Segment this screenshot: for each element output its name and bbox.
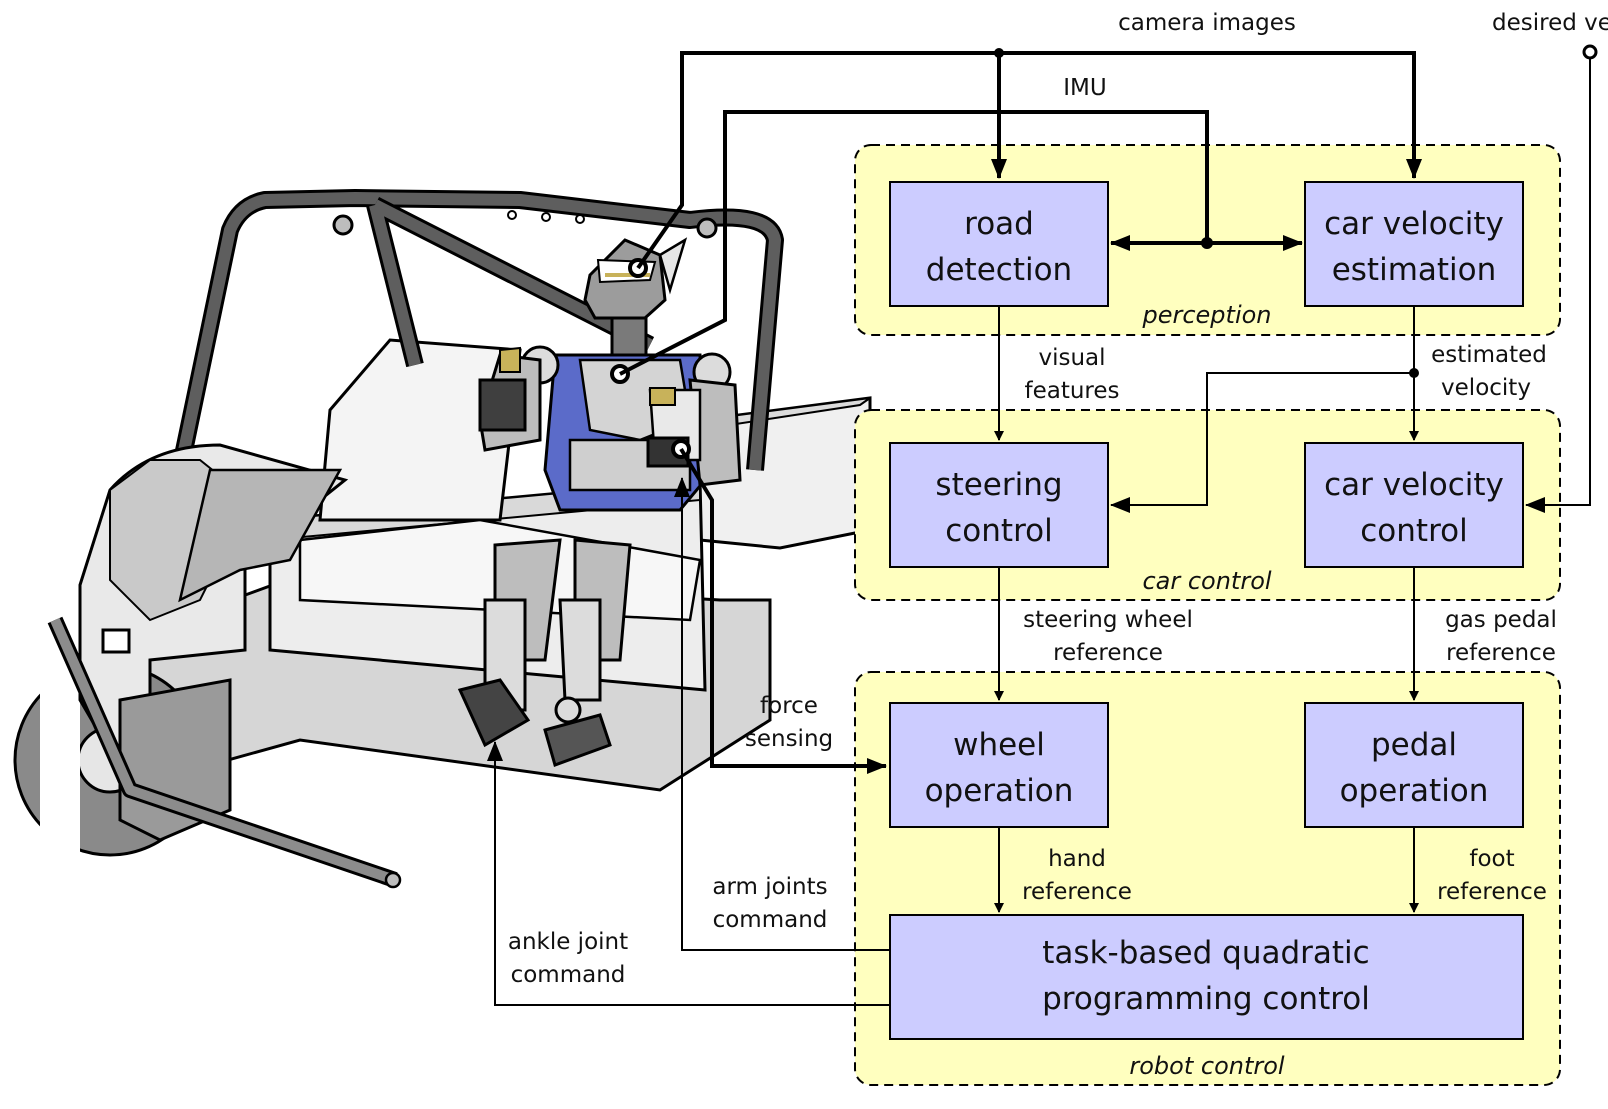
label-desired-velocity: desired ve [1492,10,1608,36]
svg-text:road: road [964,206,1034,242]
svg-text:car velocity: car velocity [1324,206,1504,242]
label-steering-wheel-reference-2: reference [1053,640,1163,666]
label-imu: IMU [1063,75,1106,101]
label-gas-pedal-reference-1: gas pedal [1445,607,1557,633]
humanoid-robot [457,237,742,767]
label-arm-joints-command-1: arm joints [712,874,827,900]
block-wheel-operation: wheel operation [889,702,1109,828]
svg-text:programming control: programming control [1042,981,1370,1017]
label-arm-joints-command-2: command [713,907,828,933]
group-label-car-control: car control [1142,567,1271,595]
label-force-sensing-1: force [760,693,818,719]
label-estimated-velocity-2: velocity [1441,375,1531,401]
label-steering-wheel-reference-1: steering wheel [1023,607,1193,633]
block-pedal-operation: pedal operation [1304,702,1524,828]
svg-text:pedal: pedal [1371,727,1457,763]
label-estimated-velocity-1: estimated [1431,342,1547,368]
svg-text:wheel: wheel [953,727,1045,763]
label-hand-reference-1: hand [1048,846,1106,872]
label-camera-images: camera images [1118,10,1296,36]
label-visual-features-2: features [1024,378,1119,404]
label-foot-reference-2: reference [1437,879,1547,905]
robot-foot-on-pedal [457,678,531,748]
car-robot-illustration [13,189,872,889]
label-foot-reference-1: foot [1469,846,1514,872]
block-steering-control: steering control [889,442,1109,568]
svg-text:task-based quadratic: task-based quadratic [1042,935,1369,971]
edge-desired-velocity [1525,44,1598,513]
svg-text:detection: detection [926,252,1072,288]
block-car-velocity-control: car velocity control [1304,442,1524,568]
svg-text:car velocity: car velocity [1324,467,1504,503]
group-label-robot-control: robot control [1129,1052,1285,1080]
label-ankle-joint-command-1: ankle joint [508,929,628,955]
block-qp-control: task-based quadratic programming control [889,914,1524,1040]
svg-text:estimation: estimation [1332,252,1497,288]
edge-arm-joints-command [674,477,890,951]
svg-text:operation: operation [1340,773,1489,809]
svg-text:control: control [945,513,1052,549]
label-gas-pedal-reference-2: reference [1446,640,1556,666]
edge-force-sensing [679,447,887,774]
block-road-detection: road detection [889,181,1109,307]
svg-text:control: control [1360,513,1467,549]
block-car-velocity-estimation: car velocity estimation [1304,181,1524,307]
edge-camera-images [636,48,1422,270]
svg-text:steering: steering [935,467,1062,503]
label-hand-reference-2: reference [1022,879,1132,905]
svg-text:operation: operation [925,773,1074,809]
edge-estimated-velocity [1110,306,1419,513]
label-force-sensing-2: sensing [745,726,833,752]
label-visual-features-1: visual [1038,345,1105,371]
edge-ankle-joint-command [487,741,890,1006]
edge-imu [619,110,1303,376]
group-label-perception: perception [1141,301,1271,329]
label-ankle-joint-command-2: command [511,962,626,988]
